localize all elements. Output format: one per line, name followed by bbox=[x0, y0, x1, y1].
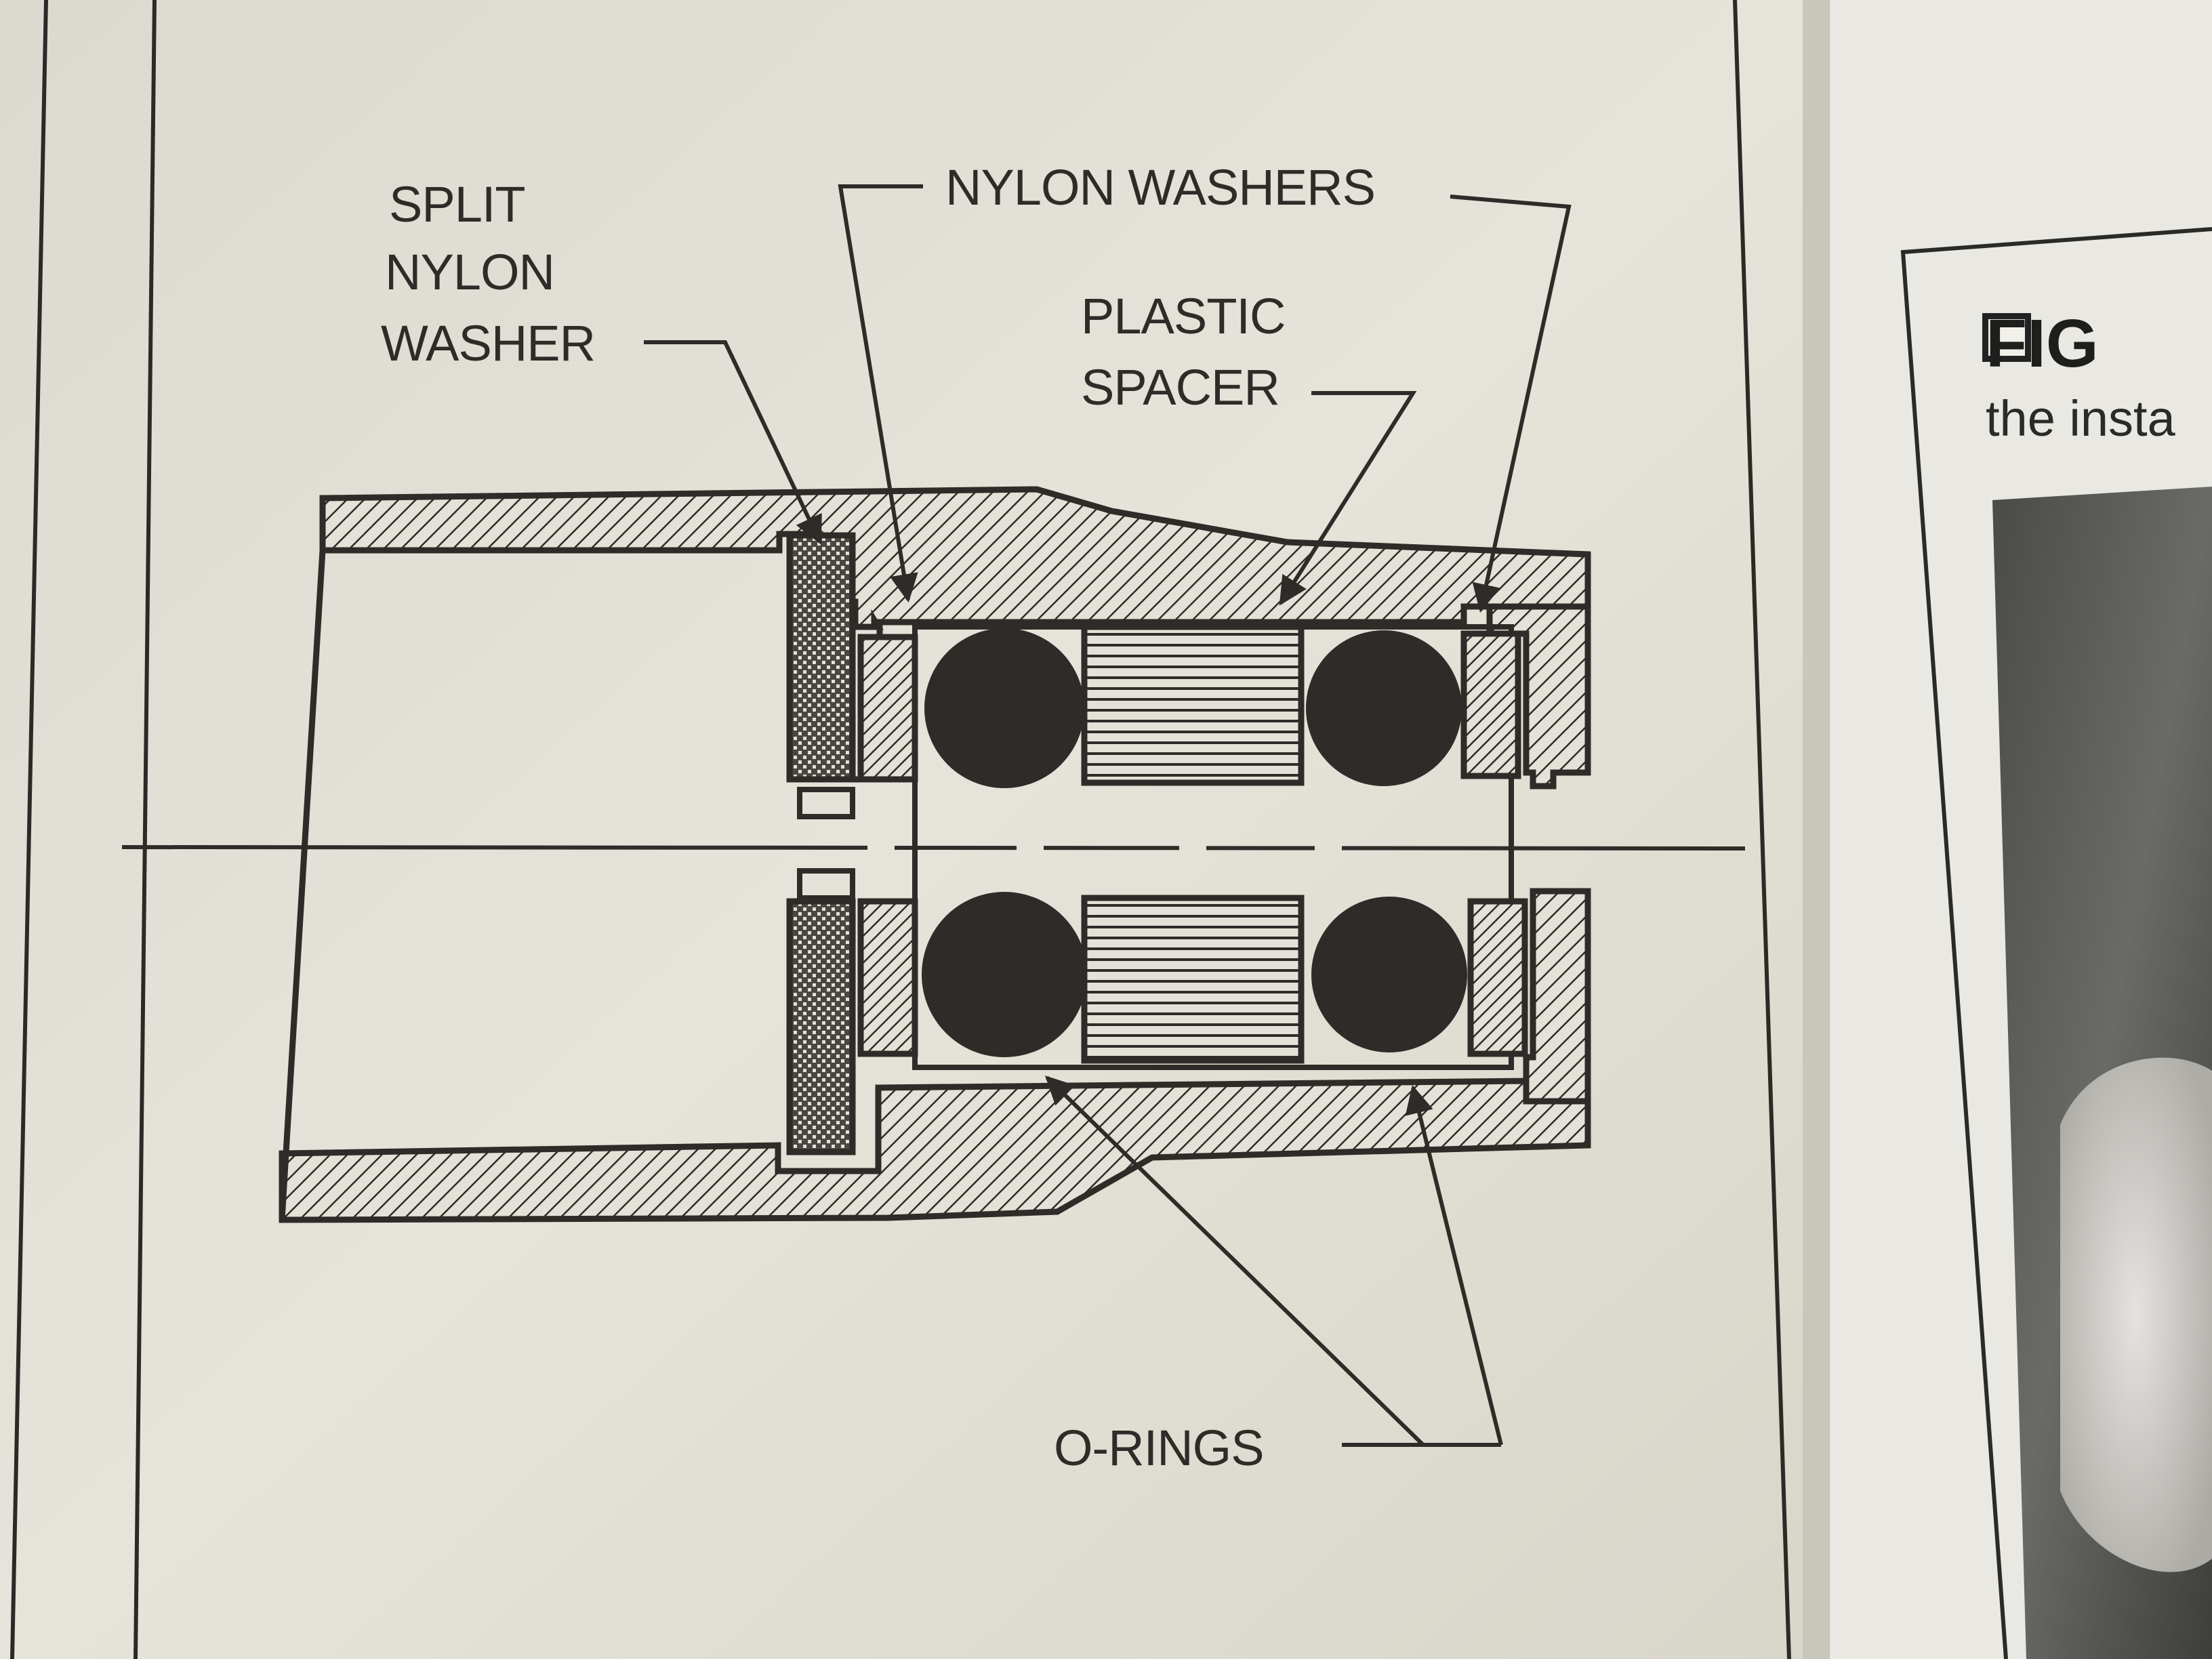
o-ring-upper-left bbox=[924, 628, 1084, 788]
split-washer-tab-upper bbox=[797, 787, 855, 819]
nylon-washer-right-lower bbox=[1467, 898, 1528, 1057]
split-washer-tab-lower bbox=[797, 868, 855, 901]
adjacent-page-text: the insta bbox=[1986, 390, 2175, 447]
label-split-washer: WASHER bbox=[381, 315, 596, 371]
nylon-washer-right-upper bbox=[1460, 630, 1521, 779]
figure-frame-left bbox=[134, 0, 157, 1659]
label-split: SPLIT bbox=[389, 176, 526, 232]
label-o-rings: O-RINGS bbox=[1054, 1420, 1265, 1476]
adjacent-page-heading: FIG bbox=[1986, 306, 2099, 382]
housing-bottom-wall bbox=[279, 1078, 1591, 1223]
split-nylon-washer-lower bbox=[786, 898, 856, 1155]
leader-plastic-spacer bbox=[1279, 391, 1417, 606]
label-spacer: SPACER bbox=[1081, 359, 1280, 415]
plastic-spacer-lower bbox=[1081, 895, 1305, 1064]
o-ring-lower-right bbox=[1311, 897, 1467, 1052]
centerline bbox=[121, 845, 1746, 851]
o-ring-upper-right bbox=[1306, 630, 1462, 786]
label-nylon-washers: NYLON WASHERS bbox=[945, 159, 1376, 216]
nylon-washer-left-upper bbox=[857, 634, 918, 783]
checkbox-icon bbox=[1982, 313, 2031, 362]
split-nylon-washer-upper bbox=[786, 532, 856, 783]
leader-o-ring-right bbox=[1405, 1084, 1503, 1446]
page-border-line bbox=[10, 0, 48, 1659]
housing-right-wall-lower bbox=[1523, 888, 1591, 1105]
figure-frame-right bbox=[1733, 0, 1791, 1659]
o-ring-lower-left bbox=[922, 892, 1087, 1057]
leader-split-washer bbox=[644, 340, 822, 545]
housing-left-edge bbox=[279, 550, 326, 1221]
right-page-box bbox=[1900, 227, 2212, 1659]
plastic-spacer-upper bbox=[1081, 623, 1305, 786]
housing-top-wall bbox=[319, 486, 1591, 630]
leader-nylon-washer-left bbox=[838, 184, 923, 603]
photo-hand bbox=[2060, 1057, 2212, 1572]
label-split-nylon: NYLON bbox=[385, 244, 555, 300]
nylon-washer-left-lower bbox=[857, 898, 918, 1057]
leader-nylon-washer-right bbox=[1450, 194, 1572, 613]
label-plastic: PLASTIC bbox=[1081, 288, 1286, 344]
